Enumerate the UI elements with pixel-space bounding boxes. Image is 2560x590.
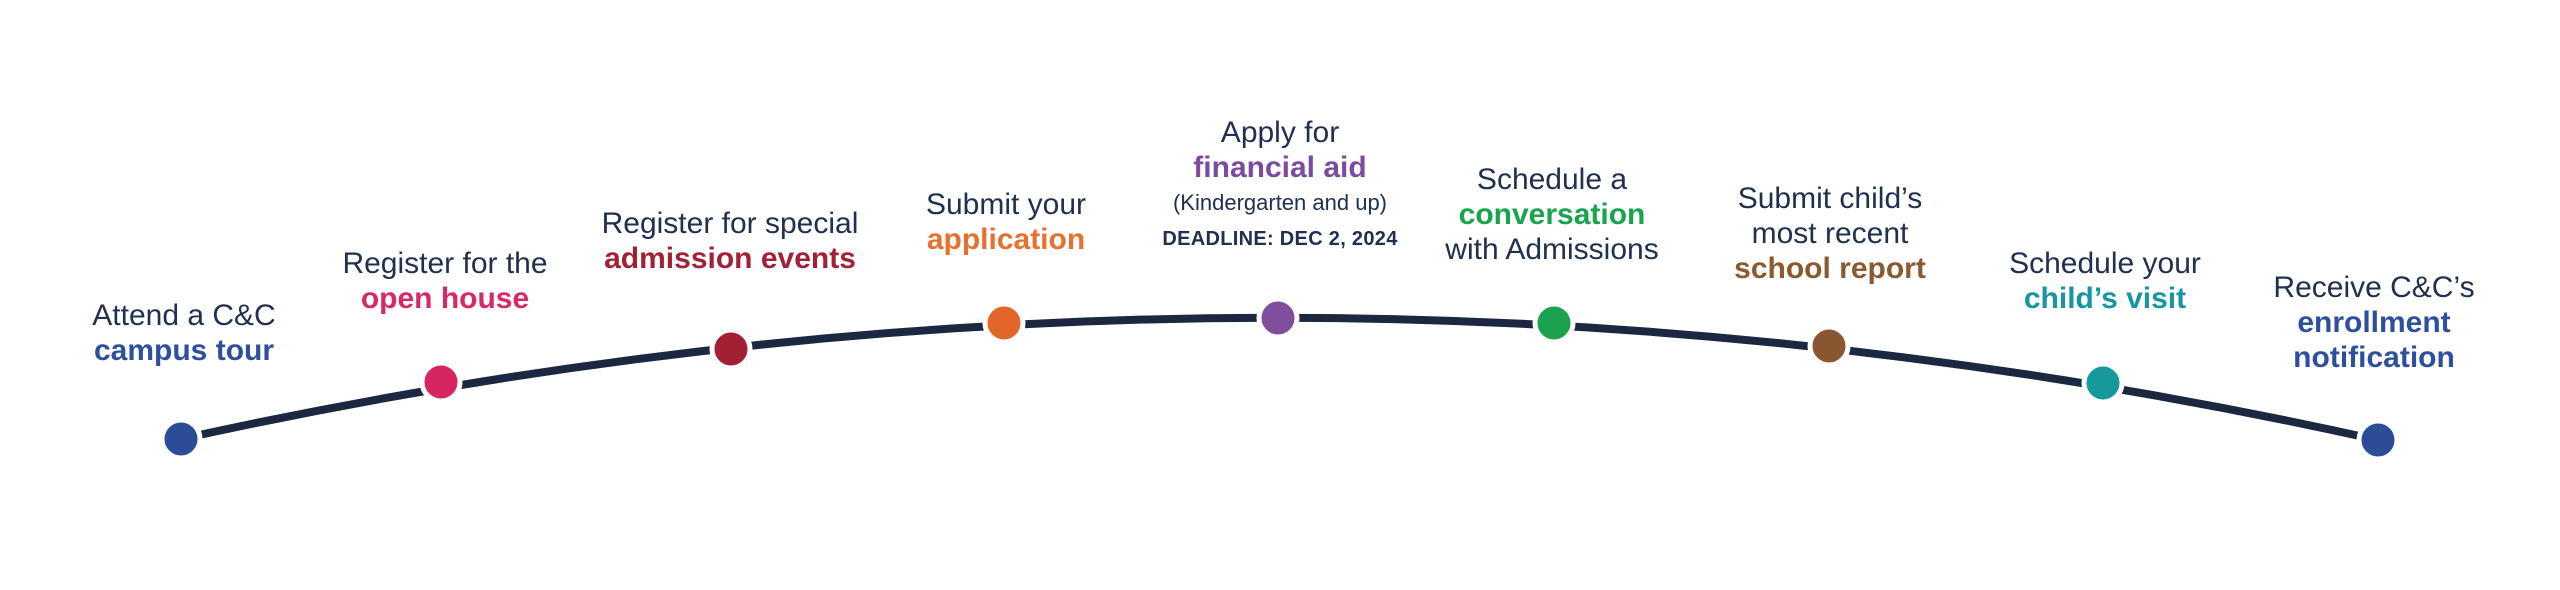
timeline-dots: [159, 296, 2400, 462]
step-school-report-dot: [1807, 324, 1851, 368]
step-open-house-dot: [419, 360, 463, 404]
step-campus-tour-dot: [159, 417, 203, 461]
step-childs-visit-dot: [2081, 361, 2125, 405]
step-financial-aid-dot: [1256, 296, 1300, 340]
step-conversation-dot: [1532, 301, 1576, 345]
step-admission-events-dot: [709, 327, 753, 371]
step-enrollment-notification-dot: [2356, 418, 2400, 462]
step-application-dot: [982, 301, 1026, 345]
